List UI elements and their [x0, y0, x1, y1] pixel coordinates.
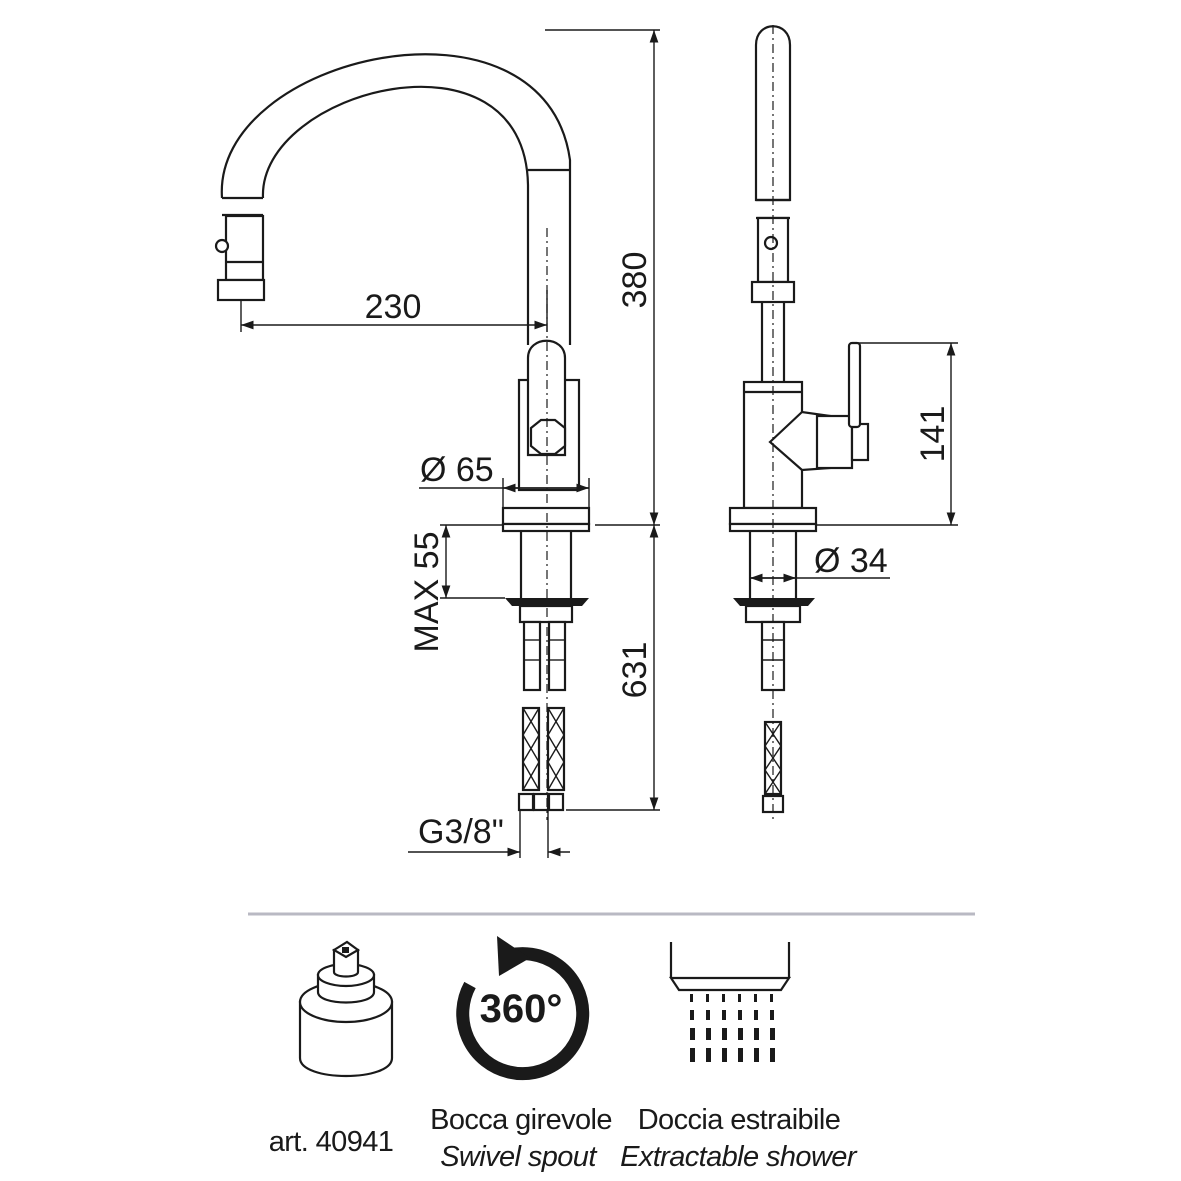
front-view — [214, 53, 591, 820]
side-dimensions: 141 Ø 34 — [750, 342, 958, 583]
side-lever — [847, 341, 862, 429]
tap-base — [501, 506, 591, 526]
shower-label-it: Doccia estraibile — [638, 1104, 841, 1136]
front-dimensions: 230 380 Ø 65 MAX 55 631 G3/8" — [240, 29, 660, 858]
shower-spray-icon — [668, 942, 792, 1062]
swivel-label-it: Bocca girevole — [430, 1104, 612, 1136]
cartridge-icon — [298, 940, 394, 1078]
dim-hose-length: 631 — [616, 642, 654, 699]
side-spout — [754, 25, 792, 202]
swivel-angle: 360° — [480, 987, 563, 1031]
spout-outer-contour — [220, 53, 572, 345]
shower-label-en: Extractable shower — [620, 1141, 858, 1173]
swivel-360-icon: 360° — [456, 936, 590, 1081]
lever-hub — [529, 418, 567, 456]
dim-base-diameter: Ø 65 — [420, 451, 494, 489]
dim-lever-height: 141 — [914, 406, 952, 463]
dim-max-deck: MAX 55 — [408, 532, 446, 653]
side-view — [728, 25, 870, 820]
side-button-icon — [763, 235, 779, 251]
braided-hoses — [517, 706, 566, 812]
swivel-label-en: Swivel spout — [440, 1141, 598, 1173]
spray-button-icon — [214, 238, 230, 254]
dim-connection: G3/8" — [418, 813, 504, 851]
cartridge-code: art. 40941 — [269, 1126, 394, 1158]
dim-shank-diameter: Ø 34 — [814, 542, 888, 580]
dim-total-height: 380 — [616, 252, 654, 309]
dim-spout-reach: 230 — [365, 288, 422, 326]
spout-inner-contour — [261, 85, 530, 345]
spray-head — [224, 214, 265, 282]
